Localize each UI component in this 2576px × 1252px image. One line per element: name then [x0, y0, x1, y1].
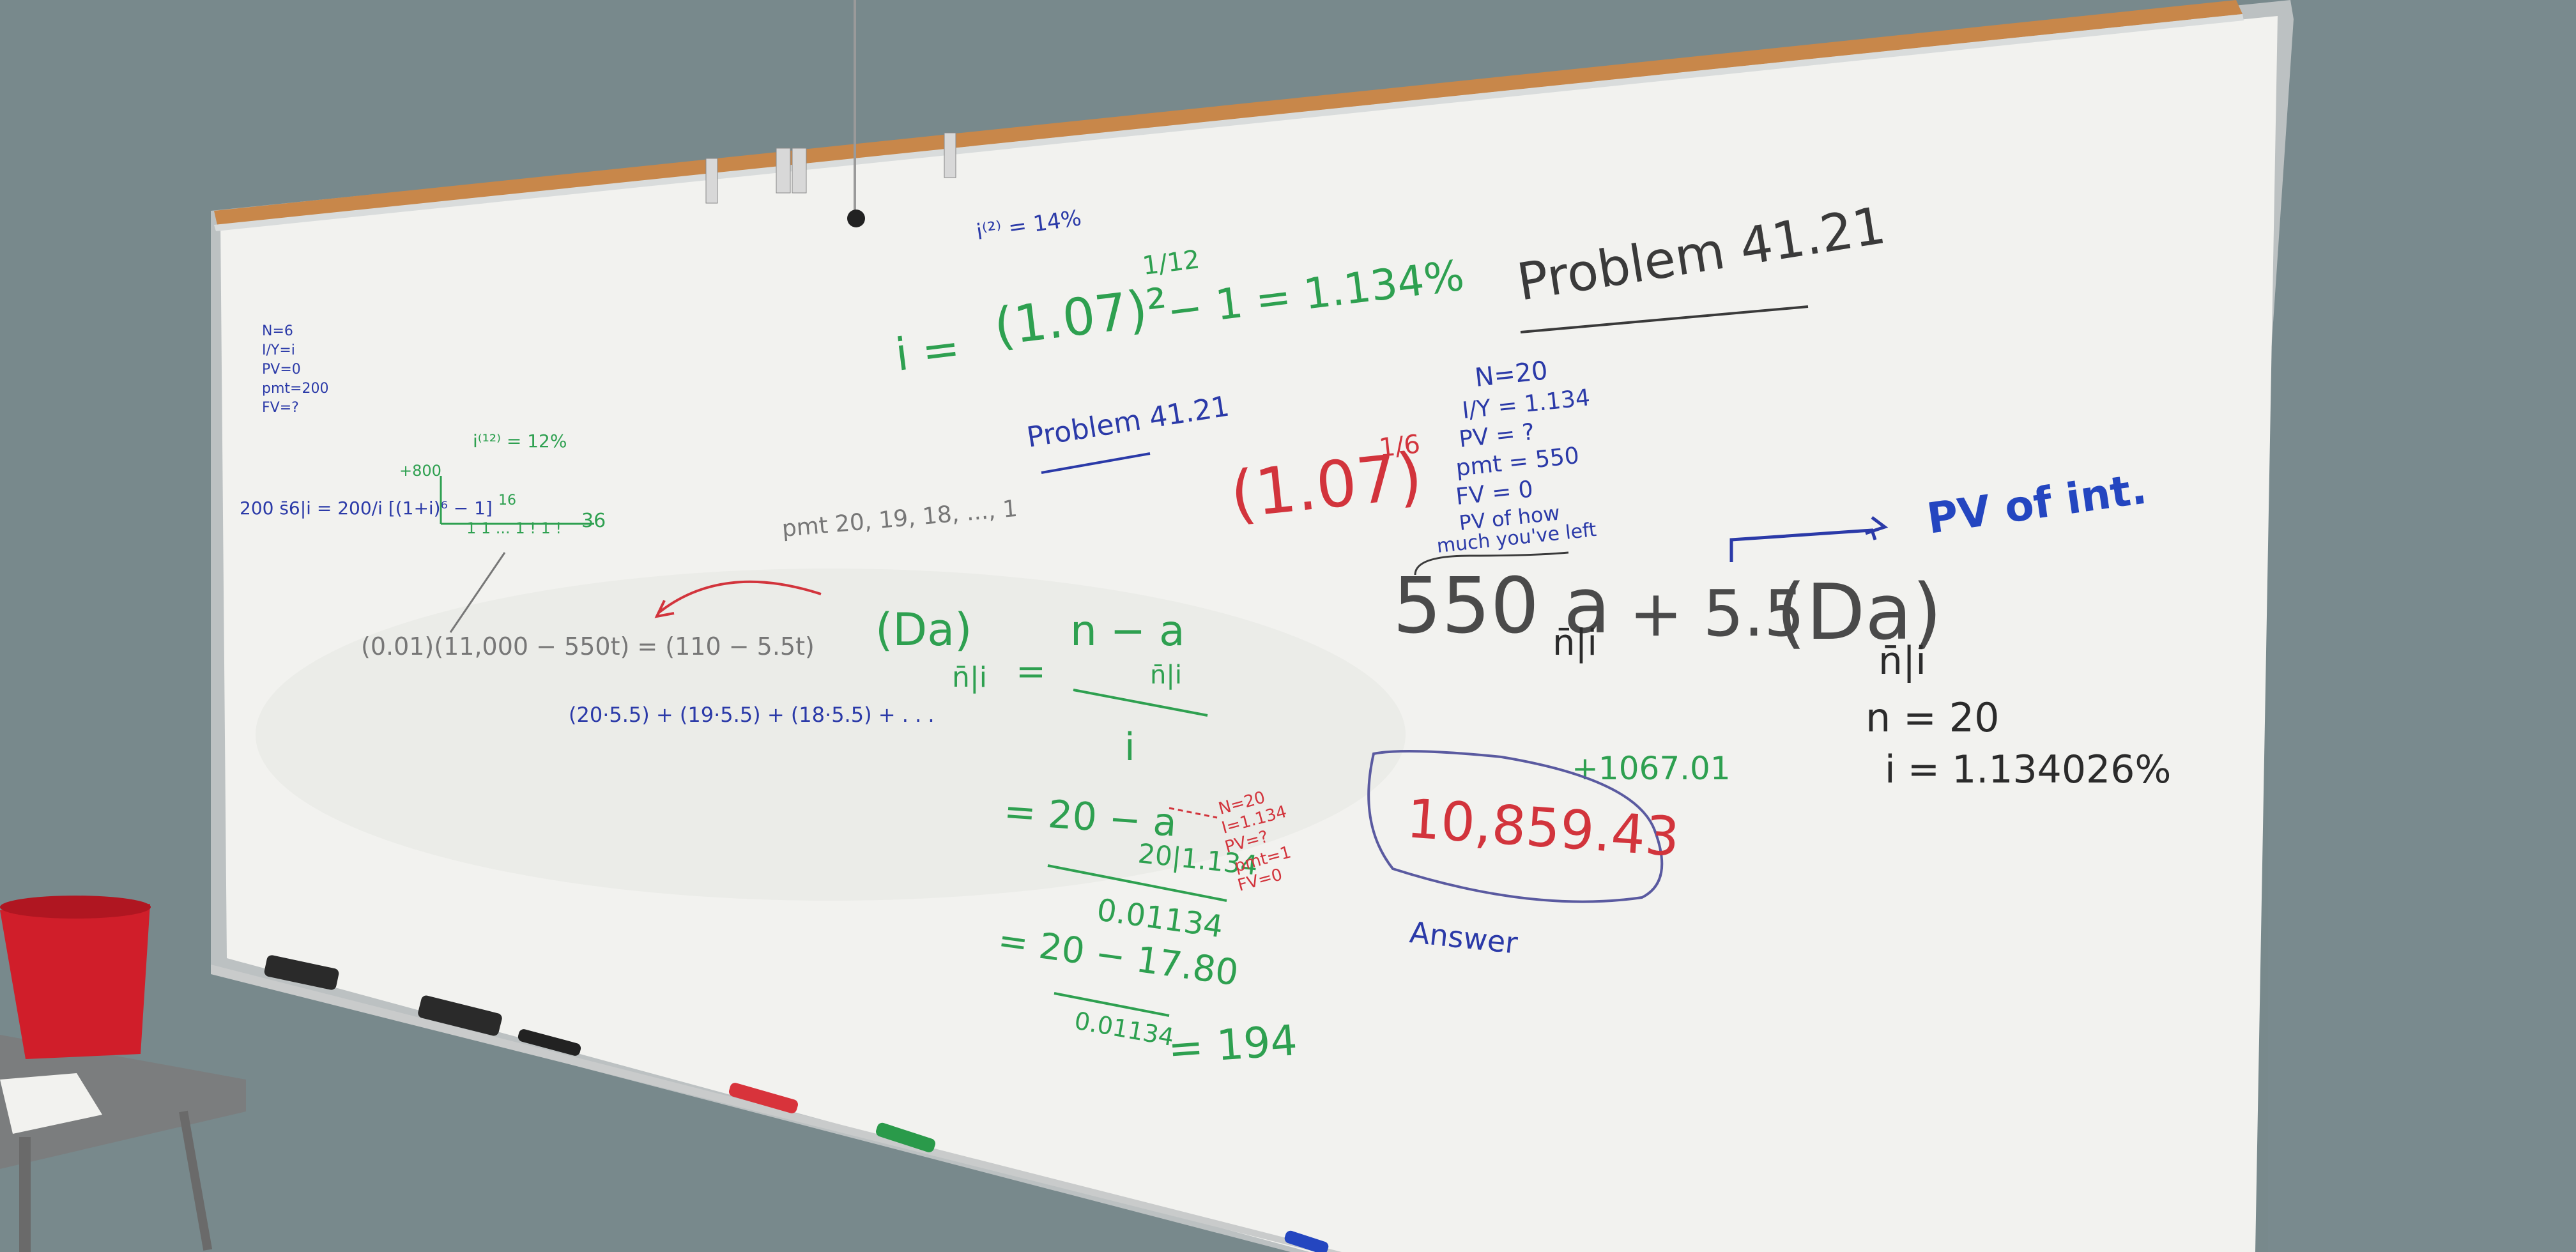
da-eq: = — [1016, 651, 1046, 692]
n-value: n = 20 — [1866, 694, 2000, 741]
cork-rail — [214, 14, 2244, 231]
timeline-end: 36 — [581, 510, 606, 532]
timeline-pointer — [449, 552, 506, 633]
formula-a: 550 a — [1393, 562, 1611, 651]
da-lhs: (Da) — [875, 604, 972, 656]
i-prefix: i = — [893, 321, 963, 381]
plus-value: +1067.01 — [1572, 750, 1731, 787]
timeline-start: +800 — [399, 462, 441, 480]
left-line: FV=? — [262, 400, 299, 416]
marker-clip — [705, 0, 956, 227]
red-arrowhead — [654, 600, 675, 618]
pv-arrow-line — [1729, 528, 1877, 562]
clip-3 — [792, 148, 807, 194]
smudge — [256, 569, 1406, 901]
brace — [1414, 551, 1569, 576]
left-line: I/Y=i — [262, 342, 295, 358]
formula-da: (Da) — [1776, 569, 1942, 657]
da-fraction-line — [1073, 689, 1208, 717]
left-line: pmt=200 — [262, 381, 328, 397]
dry-erase-marker — [518, 1029, 581, 1056]
da-num: n − a — [1070, 606, 1185, 655]
dry-erase-marker — [1284, 1230, 1329, 1252]
step2-line — [1054, 992, 1170, 1017]
tray-items — [264, 955, 1329, 1252]
clip-4 — [944, 132, 956, 178]
clip-1 — [705, 158, 718, 204]
left-small-list: N=6 I/Y=i PV=0 pmt=200 FV=? — [262, 323, 328, 416]
dry-erase-marker — [728, 1083, 799, 1113]
eraser — [264, 955, 339, 990]
formula-plus: + 5.5 — [1629, 576, 1805, 651]
bucket-rim — [0, 896, 151, 919]
left-sum: (20·5.5) + (19·5.5) + (18·5.5) + . . . — [569, 703, 935, 727]
step1-line — [1047, 864, 1227, 902]
table — [0, 1035, 246, 1252]
i-value: i = 1.134026% — [1885, 747, 2171, 792]
left-line: PV=0 — [262, 362, 301, 378]
table-leg — [19, 1137, 31, 1252]
cord-weight — [847, 210, 865, 227]
timeline-mid: 16 — [498, 492, 516, 508]
left-line: N=6 — [262, 323, 293, 339]
wall-right-shade — [2268, 0, 2576, 1252]
clip-2 — [776, 148, 791, 194]
red-arrow — [657, 580, 822, 615]
cork-strip — [214, 0, 2242, 225]
formula-sub1: n̄|i — [1552, 622, 1597, 664]
bucket-body — [0, 904, 150, 1059]
table-leg — [179, 1110, 213, 1251]
problem-small-underline — [1041, 452, 1151, 474]
step2-result: = 194 — [1167, 1016, 1299, 1074]
timeline: i⁽¹²⁾ = 12% +800 16 36 1 1 ... 1 ! 1 ! — [399, 431, 606, 633]
formula-sub2: n̄|i — [1878, 639, 1926, 683]
red-calc-pointer — [1169, 807, 1218, 819]
left-expr: (0.01)(11,000 − 550t) = (110 − 5.5t) — [361, 632, 815, 660]
table-top — [0, 1035, 246, 1169]
da-sub: n̄|i — [952, 661, 987, 694]
eraser — [418, 995, 502, 1036]
main-formula: 550 a n̄|i + 5.5 (Da) n̄|i — [1393, 516, 1942, 683]
heading-underline — [1520, 305, 1809, 333]
red-bucket — [0, 896, 151, 1059]
da-den: i — [1124, 725, 1135, 770]
left-formula: 200 s̄6|i = 200/i [(1+i)⁶ − 1] — [240, 498, 493, 519]
red-root-exp: 1/6 — [1377, 429, 1422, 462]
timeline-i12: i⁽¹²⁾ = 12% — [473, 431, 567, 452]
paper-sheet — [0, 1073, 102, 1134]
da-derivation: (Da) n̄|i = n − a n̄|i i = 20 − a 20|1.1… — [875, 604, 1299, 1074]
pv-arrow-head — [1865, 516, 1889, 535]
answer-outline — [1367, 750, 1664, 903]
bracket-exp: 1/12 — [1141, 245, 1202, 281]
da-num-sub: n̄|i — [1150, 660, 1182, 690]
timeline-dots: 1 1 ... 1 ! 1 ! — [466, 519, 562, 537]
dry-erase-marker — [876, 1122, 936, 1152]
